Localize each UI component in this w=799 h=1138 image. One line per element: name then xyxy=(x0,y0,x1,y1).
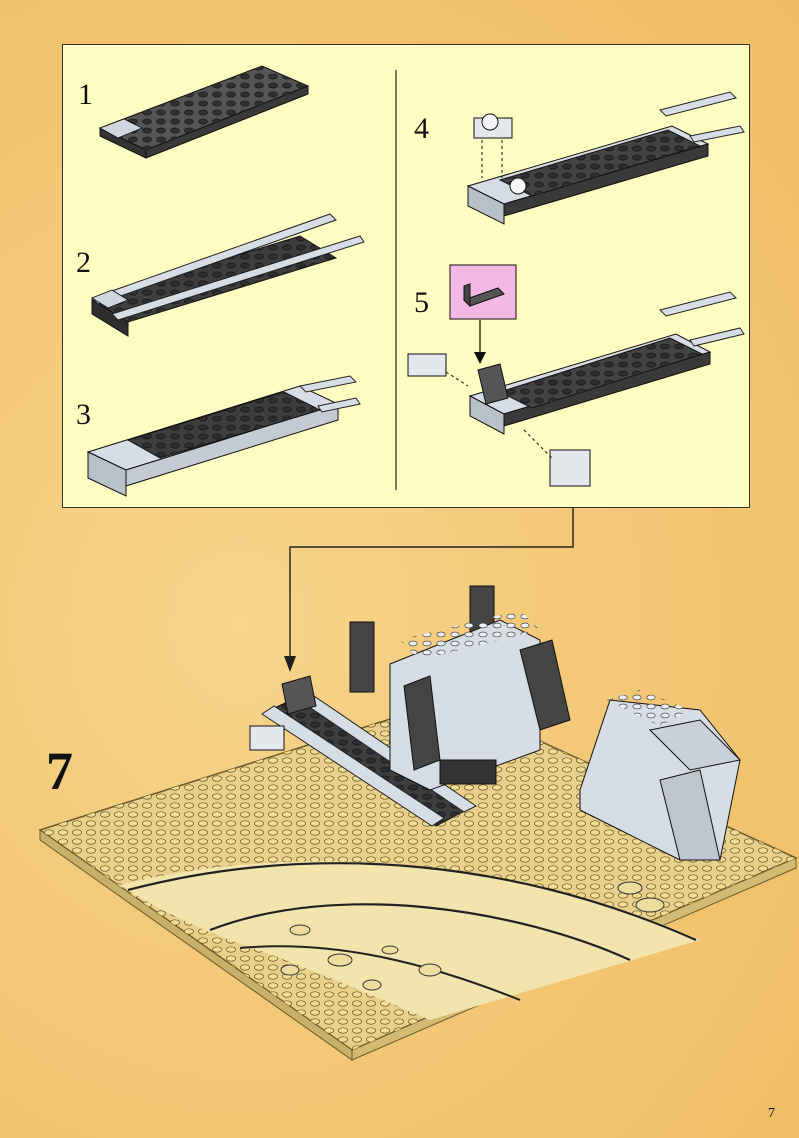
new-part-callout xyxy=(450,265,516,319)
page-number: 7 xyxy=(768,1106,775,1122)
step1-plate xyxy=(100,66,308,158)
step5-assembly xyxy=(408,265,744,486)
step3-frame xyxy=(88,376,360,496)
step-number-3: 3 xyxy=(76,400,91,430)
step-number-1: 1 xyxy=(78,80,93,110)
step-number-2: 2 xyxy=(76,248,91,278)
main-step-number: 7 xyxy=(46,740,73,802)
step2-rails xyxy=(92,214,364,336)
step-number-5: 5 xyxy=(414,288,429,318)
step4-assembly xyxy=(468,92,744,224)
step-number-4: 4 xyxy=(414,114,429,144)
